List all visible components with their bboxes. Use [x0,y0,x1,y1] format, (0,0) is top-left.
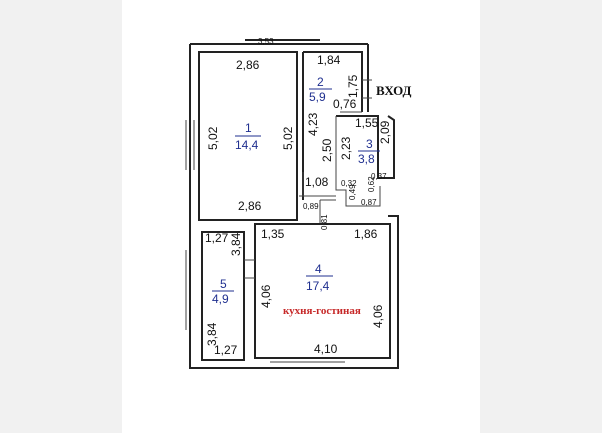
room-1-number: 1 [245,121,252,135]
room-1-area: 14,4 [235,138,259,152]
room-5-number: 5 [220,277,227,291]
passage-dim: 0,81 [320,214,329,230]
r3-small-dim-5: 0,87 [361,198,377,207]
r4-bottom-dim: 4,10 [314,342,338,356]
r3-small-dim-3: 0,62 [367,176,376,192]
room-3-area: 3,8 [358,152,375,166]
outer-walls [185,39,399,369]
room-2-number: 2 [317,75,324,89]
r1-right-dim: 5,02 [281,126,295,150]
r3-left-dim: 2,23 [339,136,353,160]
r3-right-dim: 2,09 [378,120,392,144]
room-1-walls [198,51,298,221]
r4-left-dim: 4,06 [259,284,273,308]
r1-left-dim: 5,02 [206,126,220,150]
r4-top-left-dim: 1,35 [261,227,285,241]
room-4-number: 4 [315,262,322,276]
r2-right-dim: 1,75 [346,74,360,98]
r3-small-dim-1: 0,32 [341,179,357,188]
r5-bottom-side-dim: 3,84 [205,322,219,346]
room-3-number: 3 [366,137,373,151]
room-2-area: 5,9 [309,90,326,104]
room-5-walls [201,231,245,361]
plan-sheet [122,0,480,433]
r1-top-dim: 2,86 [236,58,260,72]
r2-left-dim: 4,23 [306,112,320,136]
room-3-walls [336,115,395,179]
r5-top-dim: 1,27 [205,231,229,245]
r1-bottom-dim: 2,86 [238,199,262,213]
room-5-area: 4,9 [212,292,229,306]
room-4-walls [254,223,391,359]
r3-small-dim-4: 0,37 [371,172,387,181]
corr-bottom-dim: 1,08 [305,175,329,189]
r5-top-side-dim: 3,84 [229,232,243,256]
r3-small-dim-2: 0,49 [348,184,357,200]
room-4-area: 17,4 [306,279,330,293]
entry-label: ВХОД [376,83,412,98]
r4-right-dim: 4,06 [371,304,385,328]
r5-bottom-dim: 1,27 [214,343,238,357]
door-gap-dim: 0,89 [303,202,319,211]
r3-top-dim: 1,55 [355,116,379,130]
top-cut-label: 3,53 [258,37,274,46]
r2-bottom-dim: 0,76 [333,97,357,111]
corridor-walls [299,172,336,224]
corr-side-dim: 2,50 [320,138,334,162]
room-4-note: кухня-гостиная [283,305,361,317]
r2-top-dim: 1,84 [317,53,341,67]
r4-top-right-dim: 1,86 [354,227,378,241]
